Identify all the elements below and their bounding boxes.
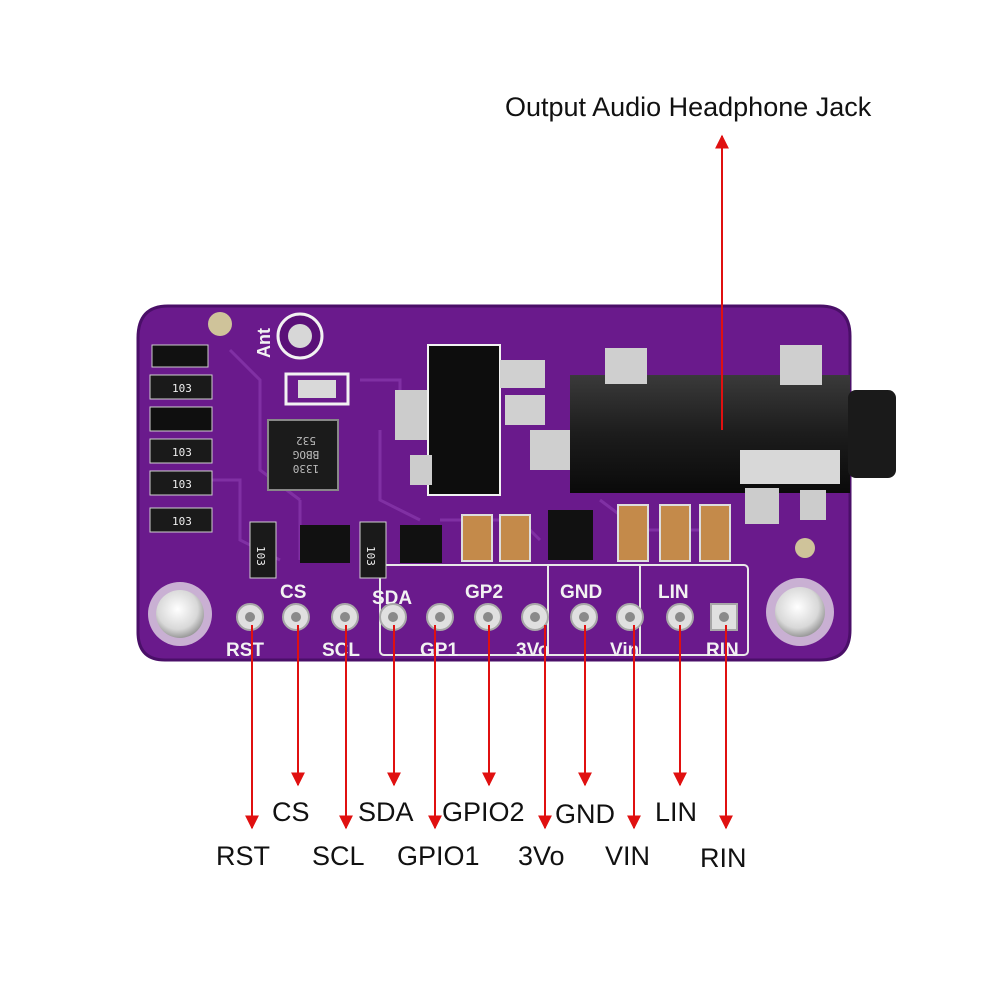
pin-label-rst: RST	[216, 841, 270, 871]
mount-hole-left	[148, 582, 212, 646]
ant-pad	[276, 312, 324, 360]
silk-gp2: GP2	[465, 582, 503, 603]
jack-callout-label: Output Audio Headphone Jack	[505, 92, 872, 122]
pin-label-cs: CS	[272, 797, 310, 827]
test-pad	[795, 538, 815, 558]
pin-label-vin: VIN	[605, 841, 651, 871]
header-pins	[236, 603, 738, 631]
pin-label-gpio1: GPIO1	[397, 841, 480, 871]
silk-ant: Ant	[254, 328, 274, 358]
pin-label-lin: LIN	[655, 797, 698, 827]
smd-caps	[461, 504, 731, 562]
pin-pad	[426, 603, 454, 631]
chip-text-1: 532	[296, 434, 316, 447]
pin-pad	[570, 603, 598, 631]
resistor-code: 103	[364, 546, 377, 566]
silk-scl: SCL	[322, 640, 360, 661]
chip-text-2: BBOG	[293, 448, 320, 461]
silk-gnd: GND	[560, 582, 602, 603]
pin-label-rin: RIN	[700, 843, 747, 873]
silk-3vo: 3Vo	[516, 640, 549, 661]
smd-parts: 103 103	[249, 521, 442, 579]
silk-lin: LIN	[658, 582, 689, 603]
headphone-jack	[530, 345, 896, 524]
silk-rin: RIN	[706, 640, 739, 661]
pin-label-sda: SDA	[358, 797, 414, 827]
pin-pad	[282, 603, 310, 631]
resistor-code: 103	[172, 478, 192, 491]
silk-gp1: GP1	[420, 640, 458, 661]
pin-label-gnd: GND	[555, 799, 615, 829]
pin-pad-square	[710, 603, 738, 631]
silk-rst: RST	[226, 640, 264, 661]
pin-label-scl: SCL	[312, 841, 365, 871]
crystal-component	[395, 344, 545, 496]
pin-label-gpio2: GPIO2	[442, 797, 525, 827]
mount-hole-right	[766, 578, 834, 646]
pin-pad	[236, 603, 264, 631]
silk-vin: Vin	[610, 640, 639, 661]
pin-pad	[521, 603, 549, 631]
resistor-code: 103	[172, 515, 192, 528]
silk-sda: SDA	[372, 588, 412, 609]
cap-outline	[284, 372, 350, 406]
left-components: 103 103 103 103	[149, 344, 213, 533]
header-outline	[379, 564, 749, 656]
test-pad	[208, 312, 232, 336]
capacitor	[298, 380, 336, 398]
codec-chip: 532 BBOG 1330	[267, 419, 339, 491]
pin-label-3vo: 3Vo	[518, 841, 565, 871]
resistor-code: 103	[172, 446, 192, 459]
silk-cs: CS	[280, 582, 306, 603]
pin-pad	[616, 603, 644, 631]
chip-text-3: 1330	[293, 462, 320, 475]
resistor-code: 103	[254, 546, 267, 566]
resistor-code: 103	[172, 382, 192, 395]
